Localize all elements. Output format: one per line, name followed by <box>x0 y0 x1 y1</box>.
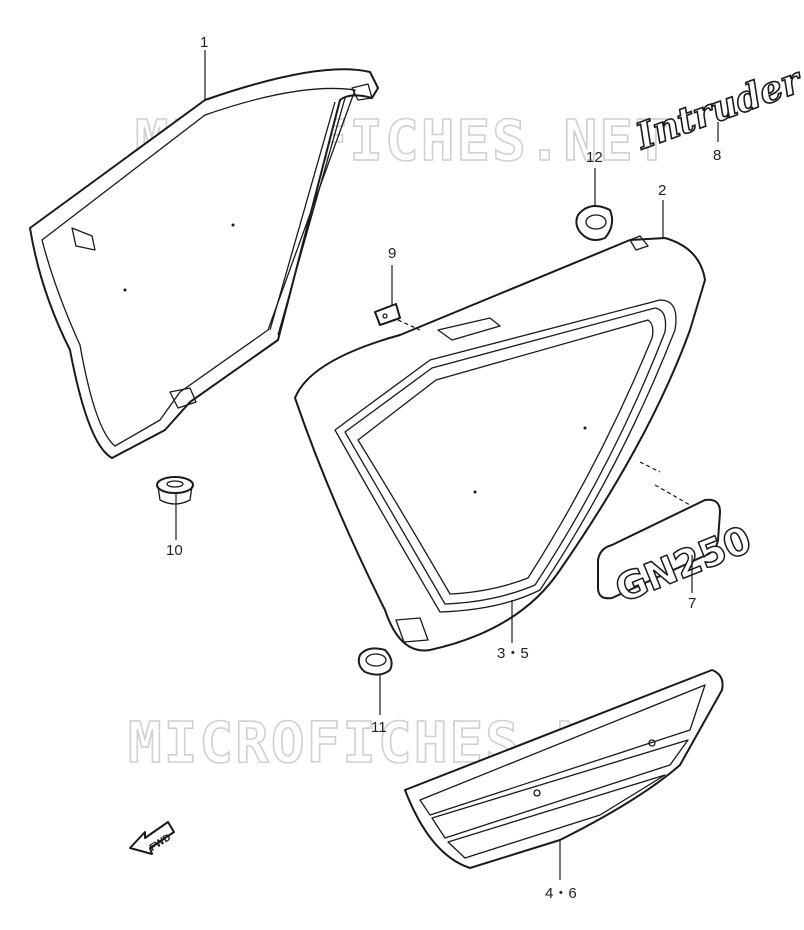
callout-2: 2 <box>658 182 666 199</box>
callout-7: 7 <box>688 595 696 612</box>
gn250-badge-part-7: GN250 <box>597 498 758 612</box>
grommet-part-11 <box>357 647 393 676</box>
callout-1: 1 <box>200 34 208 51</box>
frame-cover-part-1 <box>29 68 379 459</box>
callout-11: 11 <box>371 719 387 736</box>
callout-12: 12 <box>586 149 603 166</box>
grommet-part-10 <box>156 476 194 505</box>
callout-9: 9 <box>388 245 396 262</box>
grommet-part-12 <box>575 205 614 241</box>
callout-3-5: 3・5 <box>497 645 529 662</box>
side-panel-part-4-6 <box>404 669 724 869</box>
leader-lines <box>175 50 719 880</box>
callout-10: 10 <box>166 542 183 559</box>
intruder-emblem-part-8: Intruder <box>629 58 804 159</box>
intruder-emblem-text: Intruder <box>630 59 804 159</box>
frame-cover-part-2 <box>294 235 706 652</box>
fwd-arrow-icon: FWD <box>129 821 175 855</box>
clip-part-9 <box>374 303 401 326</box>
callout-4-6: 4・6 <box>545 885 577 902</box>
callout-8: 8 <box>713 147 721 164</box>
